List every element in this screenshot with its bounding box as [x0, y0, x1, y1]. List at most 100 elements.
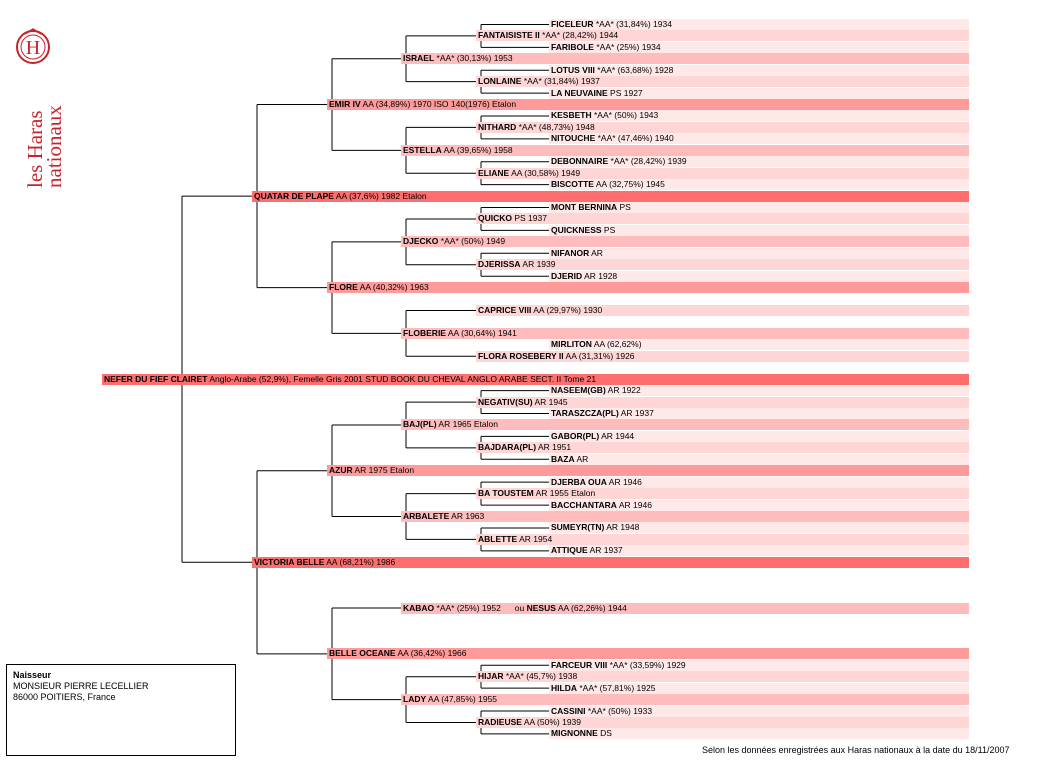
ancestor-entry[interactable]: FARIBOLE *AA* (25%) 1934 — [551, 42, 661, 53]
ancestor-entry[interactable]: BA TOUSTEM AR 1955 Etalon — [478, 488, 595, 499]
horse-info: AR 1937 — [618, 408, 654, 419]
horse-info: AA (31,31%) 1926 — [563, 350, 635, 361]
ancestor-entry[interactable]: LA NEUVAINE PS 1927 — [551, 88, 643, 99]
ancestor-entry[interactable]: FLORA ROSEBERY II AA (31,31%) 1926 — [478, 351, 635, 362]
pedigree-bar — [327, 465, 969, 477]
ancestor-entry[interactable]: NASEEM(GB) AR 1922 — [551, 385, 641, 396]
horse-name: QUICKNESS — [551, 224, 602, 235]
ancestor-entry[interactable]: DEBONNAIRE *AA* (28,42%) 1939 — [551, 156, 687, 167]
alternative-sire-name: NESUS — [526, 602, 556, 613]
ancestor-entry[interactable]: DJECKO *AA* (50%) 1949 — [403, 236, 505, 247]
ancestor-entry[interactable]: QUICKNESS PS — [551, 225, 615, 236]
ancestor-entry[interactable]: QUATAR DE PLAPE AA (37,6%) 1982 Etalon — [254, 191, 427, 202]
horse-name: DJERBA OUA — [551, 476, 607, 487]
ancestor-entry[interactable]: AZUR AR 1975 Etalon — [329, 465, 414, 476]
ancestor-entry[interactable]: BELLE OCEANE AA (36,42%) 1966 — [329, 648, 466, 659]
ancestor-entry[interactable]: ABLETTE AR 1954 — [478, 534, 552, 545]
horse-name: FICELEUR — [551, 18, 594, 29]
ancestor-entry[interactable]: CASSINI *AA* (50%) 1933 — [551, 706, 652, 717]
ancestor-entry[interactable]: ISRAEL *AA* (30,13%) 1953 — [403, 53, 513, 64]
pedigree-bar — [549, 202, 969, 214]
haras-nationaux-logo: H les Haras nationaux — [14, 28, 74, 193]
ancestor-entry[interactable]: QUICKO PS 1937 — [478, 213, 547, 224]
alternative-sire-separator: ou — [514, 602, 527, 613]
horse-info: PS — [601, 224, 616, 235]
ancestor-entry[interactable]: BISCOTTE AA (32,75%) 1945 — [551, 179, 665, 190]
ancestor-entry[interactable]: HIJAR *AA* (45,7%) 1938 — [478, 671, 577, 682]
horse-info: AA (50%) 1939 — [521, 716, 582, 727]
ancestor-entry[interactable]: MONT BERNINA PS — [551, 202, 631, 213]
pedigree-bar — [476, 213, 969, 225]
pedigree-bar — [549, 682, 969, 694]
pedigree-bar — [549, 430, 969, 442]
horse-name: AZUR — [329, 465, 353, 476]
ancestor-entry[interactable]: NITOUCHE *AA* (47,46%) 1940 — [551, 133, 674, 144]
horse-info: Anglo-Arabe (52,9%), Femelle Gris 2001 S… — [207, 373, 597, 384]
ancestor-entry[interactable]: NEGATIV(SU) AR 1945 — [478, 397, 568, 408]
ancestor-entry[interactable]: KESBETH *AA* (50%) 1943 — [551, 110, 658, 121]
ancestor-entry[interactable]: DJERISSA AR 1939 — [478, 259, 556, 270]
pedigree-bar — [549, 270, 969, 282]
pedigree-bar — [476, 259, 969, 271]
horse-name: DJERISSA — [478, 259, 521, 270]
horse-name: FARIBOLE — [551, 41, 594, 52]
ancestor-entry[interactable]: FANTAISISTE II *AA* (28,42%) 1944 — [478, 30, 618, 41]
horse-name: DJECKO — [403, 236, 439, 247]
ancestor-entry[interactable]: CAPRICE VIII AA (29,97%) 1930 — [478, 305, 602, 316]
horse-info: DS — [597, 728, 612, 739]
horse-name: BA TOUSTEM — [478, 488, 534, 499]
ancestor-entry[interactable]: MIRLITON AA (62,62%) — [551, 339, 642, 350]
ancestor-entry[interactable]: NITHARD *AA* (48,73%) 1948 — [478, 122, 595, 133]
ancestor-entry[interactable]: LADY AA (47,85%) 1955 — [403, 694, 497, 705]
ancestor-entry[interactable]: ARBALETE AR 1963 — [403, 511, 484, 522]
ancestor-entry[interactable]: MIGNONNE DS — [551, 728, 612, 739]
subject-horse-entry[interactable]: NEFER DU FIEF CLAIRET Anglo-Arabe (52,9%… — [104, 374, 596, 385]
ancestor-entry[interactable]: FARCEUR VIII *AA* (33,59%) 1929 — [551, 660, 686, 671]
ancestor-entry[interactable]: FLOBERIE AA (30,64%) 1941 — [403, 328, 517, 339]
horse-info: *AA* (50%) 1943 — [591, 110, 659, 121]
horse-name: KESBETH — [551, 110, 592, 121]
ancestor-entry[interactable]: LOTUS VIII *AA* (63,68%) 1928 — [551, 65, 673, 76]
ancestor-entry[interactable]: VICTORIA BELLE AA (68,21%) 1986 — [254, 557, 395, 568]
pedigree-bar — [476, 76, 969, 88]
ancestor-entry[interactable]: FLORE AA (40,32%) 1963 — [329, 282, 429, 293]
ancestor-entry[interactable]: TARASZCZA(PL) AR 1937 — [551, 408, 654, 419]
ancestor-entry[interactable]: HILDA *AA* (57,81%) 1925 — [551, 683, 655, 694]
ancestor-entry[interactable]: DJERID AR 1928 — [551, 271, 617, 282]
ancestor-entry[interactable]: DJERBA OUA AR 1946 — [551, 477, 642, 488]
ancestor-entry[interactable]: FICELEUR *AA* (31,84%) 1934 — [551, 19, 672, 30]
ancestor-entry[interactable]: ATTIQUE AR 1937 — [551, 545, 623, 556]
horse-info: AR 1944 — [599, 430, 635, 441]
horse-name: NASEEM(GB) — [551, 385, 606, 396]
ancestor-entry[interactable]: SUMEYR(TN) AR 1948 — [551, 522, 639, 533]
ancestor-entry[interactable]: GABOR(PL) AR 1944 — [551, 431, 634, 442]
horse-name: EMIR IV — [329, 99, 361, 110]
pedigree-bar — [549, 408, 969, 420]
ancestor-entry[interactable]: ESTELLA AA (39,65%) 1958 — [403, 145, 513, 156]
horse-info: *AA* (50%) 1949 — [438, 236, 506, 247]
ancestor-entry[interactable]: NIFANOR AR — [551, 248, 603, 259]
horse-info: PS 1927 — [607, 87, 643, 98]
breeder-box: Naisseur MONSIEUR PIERRE LECELLIER 86000… — [6, 664, 236, 756]
horse-name: QUATAR DE PLAPE — [254, 190, 334, 201]
horse-info: AR 1951 — [536, 442, 572, 453]
horse-name: ATTIQUE — [551, 545, 588, 556]
ancestor-entry[interactable]: ELIANE AA (30,58%) 1949 — [478, 168, 580, 179]
horse-name: FLOBERIE — [403, 327, 446, 338]
ancestor-entry[interactable]: BAJ(PL) AR 1965 Etalon — [403, 419, 498, 430]
ancestor-entry[interactable]: RADIEUSE AA (50%) 1939 — [478, 717, 581, 728]
ancestor-entry[interactable]: BAZA AR — [551, 454, 588, 465]
horse-info: AR 1946 — [616, 499, 652, 510]
horse-name: ABLETTE — [478, 533, 518, 544]
horse-info: AR 1928 — [582, 270, 618, 281]
source-footnote: Selon les données enregistrées aux Haras… — [702, 745, 1010, 755]
horse-name: BISCOTTE — [551, 179, 594, 190]
ancestor-entry[interactable]: BACCHANTARA AR 1946 — [551, 500, 652, 511]
horse-name: FLORE — [329, 282, 358, 293]
horse-name: MIRLITON — [551, 339, 592, 350]
ancestor-entry[interactable]: LONLAINE *AA* (31,84%) 1937 — [478, 76, 600, 87]
pedigree-bar — [549, 247, 969, 259]
ancestor-entry[interactable]: EMIR IV AA (34,89%) 1970 ISO 140(1976) E… — [329, 99, 516, 110]
ancestor-entry[interactable]: BAJDARA(PL) AR 1951 — [478, 442, 571, 453]
